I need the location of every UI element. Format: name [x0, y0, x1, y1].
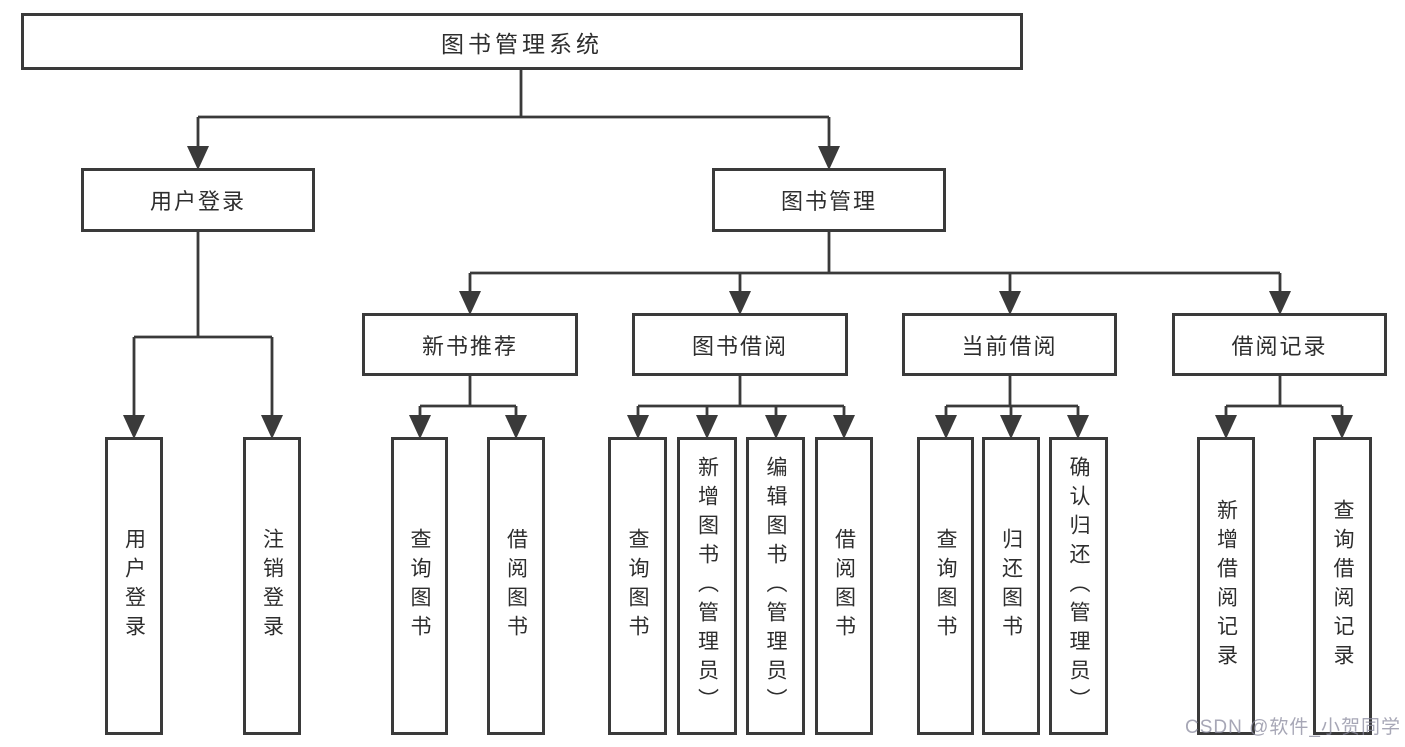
node-label: 新书推荐 — [421, 333, 518, 359]
node-label: 图书管理系统 — [441, 30, 603, 57]
node-borrowing-records: 借阅记录 — [1172, 313, 1387, 376]
arrowhead-down-icon — [459, 291, 481, 315]
leaf-borrowing-query-books: 查询图书 — [608, 437, 667, 735]
node-root-library-system: 图书管理系统 — [21, 13, 1023, 70]
arrowhead-down-icon — [729, 291, 751, 315]
leaf-borrowing-borrow-books: 借阅图书 — [815, 437, 873, 735]
node-label: 查询借阅记录 — [1331, 499, 1354, 673]
node-label: 当前借阅 — [961, 333, 1058, 359]
arrowhead-down-icon — [1067, 415, 1089, 439]
leaf-borrowing-add-books-admin: 新增图书（管理员） — [677, 437, 737, 735]
csdn-watermark: CSDN @软件_小贺同学 — [1185, 717, 1401, 738]
node-book-borrowing: 图书借阅 — [632, 313, 848, 376]
node-new-book-recommend: 新书推荐 — [362, 313, 578, 376]
leaf-borrowing-edit-books-admin: 编辑图书（管理员） — [746, 437, 805, 735]
node-label: 新增借阅记录 — [1214, 499, 1238, 673]
leaf-records-add-record: 新增借阅记录 — [1197, 437, 1255, 735]
node-user-login: 用户登录 — [81, 168, 315, 232]
node-label: 图书借阅 — [691, 333, 788, 359]
arrowhead-down-icon — [409, 415, 431, 439]
node-label: 新增图书（管理员） — [695, 455, 719, 717]
arrowhead-down-icon — [1269, 291, 1291, 315]
leaf-current-return-books: 归还图书 — [982, 437, 1040, 735]
node-label: 归还图书 — [999, 528, 1023, 644]
node-label: 注销登录 — [260, 528, 284, 644]
node-label: 借阅图书 — [504, 528, 528, 644]
arrowhead-down-icon — [999, 291, 1021, 315]
node-label: 查询图书 — [626, 528, 649, 644]
arrowhead-down-icon — [123, 415, 145, 439]
arrowhead-down-icon — [833, 415, 855, 439]
arrowhead-down-icon — [935, 415, 957, 439]
node-label: 图书管理 — [780, 189, 877, 214]
leaf-user-login: 用户登录 — [105, 437, 163, 735]
leaf-current-query-books: 查询图书 — [917, 437, 974, 735]
node-label: 用户登录 — [149, 189, 246, 214]
arrowhead-down-icon — [627, 415, 649, 439]
node-label: 借阅图书 — [832, 528, 856, 644]
node-label: 确认归还（管理员） — [1067, 455, 1090, 717]
arrowhead-down-icon — [818, 146, 840, 170]
arrowhead-down-icon — [765, 415, 787, 439]
arrowhead-down-icon — [261, 415, 283, 439]
node-label: 编辑图书（管理员） — [764, 455, 787, 717]
leaf-logout: 注销登录 — [243, 437, 301, 735]
node-current-borrowing: 当前借阅 — [902, 313, 1117, 376]
node-label: 借阅记录 — [1231, 333, 1328, 359]
arrowhead-down-icon — [1215, 415, 1237, 439]
arrowheads — [123, 146, 1353, 439]
arrowhead-down-icon — [696, 415, 718, 439]
node-label: 查询图书 — [934, 528, 957, 644]
arrowhead-down-icon — [1331, 415, 1353, 439]
leaf-current-confirm-return-admin: 确认归还（管理员） — [1049, 437, 1108, 735]
node-label: 用户登录 — [122, 528, 146, 644]
leaf-newbook-query-books: 查询图书 — [391, 437, 448, 735]
leaf-newbook-borrow-books: 借阅图书 — [487, 437, 545, 735]
arrowhead-down-icon — [187, 146, 209, 170]
arrowhead-down-icon — [505, 415, 527, 439]
leaf-records-query-record: 查询借阅记录 — [1313, 437, 1372, 735]
arrowhead-down-icon — [1000, 415, 1022, 439]
node-label: 查询图书 — [408, 528, 431, 644]
node-book-management: 图书管理 — [712, 168, 946, 232]
